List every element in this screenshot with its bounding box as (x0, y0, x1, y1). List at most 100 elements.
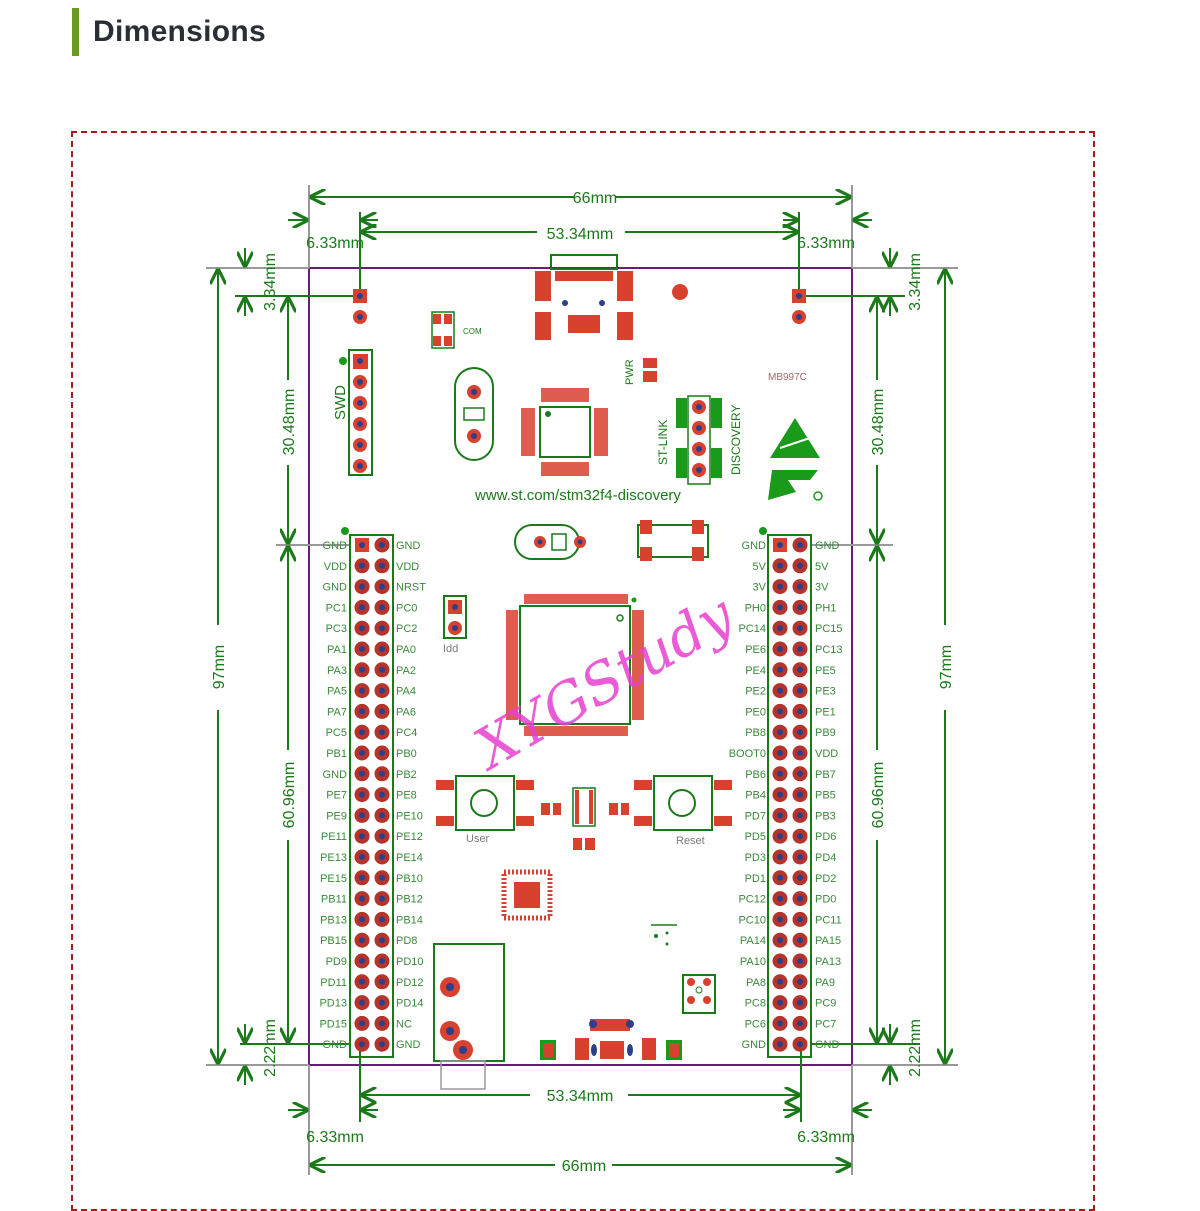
pin-label-p1-left: PA5 (327, 686, 347, 698)
pin-label-p2-left: BOOT0 (729, 748, 766, 760)
pin-label-p2-left: PD3 (745, 852, 766, 864)
pin-label-p1-right: PE10 (396, 810, 423, 822)
pin-label-p1-left: GND (323, 769, 348, 781)
pin-label-p2-left: PC12 (738, 894, 766, 906)
pin-label-p1-left: PC1 (326, 602, 347, 614)
pin-label-p1-left: PE11 (321, 831, 347, 843)
usb-connector (535, 254, 633, 340)
micro-usb-connector (540, 1019, 682, 1060)
pin-label-p2-left: PE6 (745, 644, 766, 656)
pin-label-p1-left: PE7 (326, 790, 347, 802)
pin-label-p1-right: PA2 (396, 665, 416, 677)
pin-label-p2-right: 5V (815, 561, 829, 573)
pin-label-p2-right: PD6 (815, 831, 836, 843)
pin-label-p2-right: PA13 (815, 956, 841, 968)
dim-left-top-offset: 3.34mm (262, 253, 279, 311)
pin-label-p1-left: PD11 (320, 977, 347, 989)
pin-label-p2-left: PB6 (745, 769, 766, 781)
pin-label-p1-right: PE8 (396, 790, 417, 802)
pin-label-p2-left: PC6 (745, 1018, 766, 1030)
bottom-dimensions (288, 1046, 872, 1175)
stlink-mcu (521, 388, 608, 476)
pin-label-p1-right: PC0 (396, 602, 417, 614)
pin-label-p1-right: GND (396, 540, 421, 552)
audio-jack (433, 943, 505, 1090)
small-transistor (651, 924, 677, 946)
pin-label-p1-right: PC4 (396, 727, 417, 739)
st-logo-icon (768, 470, 823, 501)
dim-left-upper-span: 30.48mm (281, 389, 298, 456)
pin-label-p1-left: PE9 (326, 810, 347, 822)
pin-label-p2-left: PE4 (745, 665, 766, 677)
dim-left-bottom-offset: 2.22mm (262, 1019, 279, 1077)
header-p2 (759, 527, 812, 1058)
pin-label-p1-right: PB0 (396, 748, 417, 760)
pin-label-p1-left: PE13 (320, 852, 347, 864)
pin-label-p1-left: PA1 (327, 644, 347, 656)
stlink-label: ST-LINK (656, 420, 670, 465)
pin-label-p2-left: GND (742, 540, 767, 552)
idd-label: Idd (443, 643, 458, 655)
dim-right-total-height: 97mm (938, 645, 955, 689)
pin-label-p2-right: 3V (815, 582, 829, 594)
pin-label-p1-right: PB12 (396, 894, 423, 906)
pin-label-p1-right: PA4 (396, 686, 416, 698)
pin-label-p2-left: PC14 (738, 623, 766, 635)
pin-label-p2-left: PD1 (745, 873, 766, 885)
pin-label-p1-right: PE14 (396, 852, 423, 864)
pin-label-p2-left: PD7 (745, 810, 766, 822)
dim-top-right-offset: 6.33mm (797, 235, 855, 252)
pin-label-p1-right: VDD (396, 561, 419, 573)
crystal-x1 (514, 524, 586, 560)
pin-label-p2-right: PB7 (815, 769, 836, 781)
pin-label-p2-left: PA14 (740, 935, 766, 947)
pin-label-p2-left: 5V (753, 561, 767, 573)
microphone (682, 974, 716, 1014)
pin-label-p2-right: PH1 (815, 602, 836, 614)
dim-right-top-offset: 3.34mm (907, 253, 924, 311)
pin-label-p1-left: PB15 (320, 935, 347, 947)
pin-label-p2-left: PA10 (740, 956, 766, 968)
idd-jumper (443, 595, 467, 639)
pin-label-p1-left: PB1 (326, 748, 347, 760)
dim-right-lower-span: 60.96mm (870, 762, 887, 829)
pin-label-p1-right: PD8 (396, 935, 417, 947)
dim-top-header-span: 53.34mm (547, 226, 614, 243)
pin-label-p2-right: PB9 (815, 727, 836, 739)
pin-label-p2-right: GND (815, 540, 840, 552)
pin-label-p2-left: PB4 (745, 790, 766, 802)
reset-label: Reset (676, 835, 705, 847)
user-button (436, 775, 534, 831)
pin-label-p2-right: PC11 (815, 914, 842, 926)
pin-label-p1-left: PD15 (319, 1018, 347, 1030)
header-p1 (341, 527, 394, 1058)
user-label: User (466, 833, 490, 845)
pin-label-p2-right: PB3 (815, 810, 836, 822)
mems-ic (501, 869, 553, 921)
pin-label-p2-right: PD4 (815, 852, 836, 864)
crystal-x2 (454, 367, 494, 461)
pin-label-p1-right: PE12 (396, 831, 423, 843)
pin-label-p1-left: PA7 (327, 706, 347, 718)
dim-top-left-offset: 6.33mm (306, 235, 364, 252)
pin-label-p1-left: PE15 (320, 873, 347, 885)
left-dimensions (206, 248, 358, 1085)
reset-button (634, 775, 732, 831)
pin-label-p2-right: PE1 (815, 706, 836, 718)
page-title: Dimensions (93, 15, 267, 48)
pin-label-p2-right: PD0 (815, 894, 836, 906)
pin-label-p2-left: GND (742, 1039, 767, 1051)
dim-bottom-left-offset: 6.33mm (306, 1129, 364, 1146)
part-code: MB997C (768, 372, 807, 383)
pin-label-p2-left: PE0 (745, 706, 766, 718)
discovery-label: DISCOVERY (729, 405, 743, 475)
section-heading: Dimensions (72, 8, 266, 56)
pin-label-p2-right: PA15 (815, 935, 841, 947)
dim-right-upper-span: 30.48mm (870, 389, 887, 456)
pwr-led (643, 358, 657, 382)
pin-label-p1-right: PA6 (396, 706, 416, 718)
pin-label-p1-left: PC3 (326, 623, 347, 635)
heading-accent-bar (72, 8, 79, 56)
